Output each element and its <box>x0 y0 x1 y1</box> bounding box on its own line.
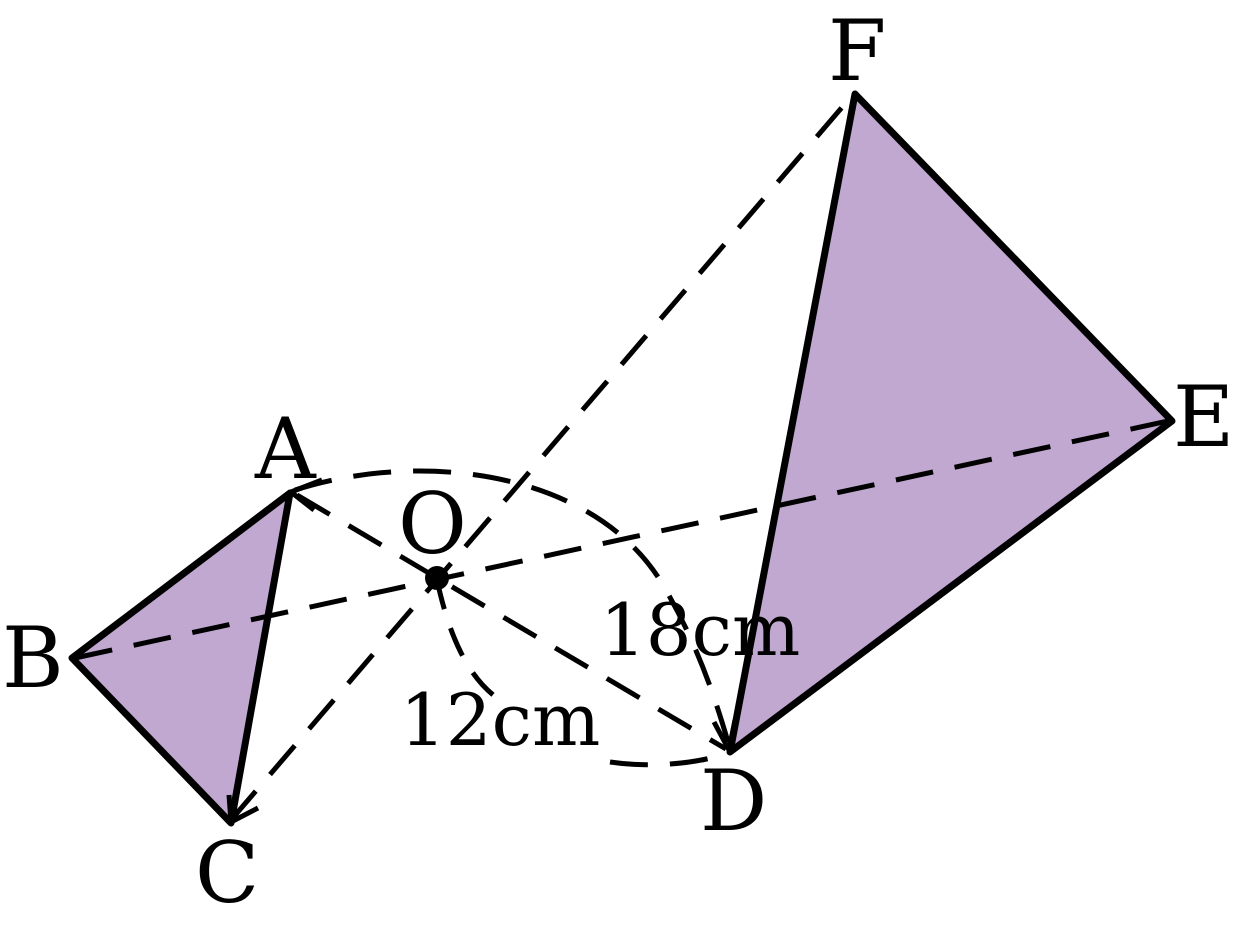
arrowhead-at-a <box>288 477 323 512</box>
arrowhead-at-c <box>226 794 260 825</box>
label-f: F <box>828 2 886 100</box>
measure-18cm: 18cm <box>600 588 800 672</box>
center-point-o <box>425 566 449 590</box>
label-a: A <box>254 400 317 498</box>
triangle-def <box>726 90 1176 756</box>
arrowhead-at-d <box>711 719 738 753</box>
arc-lower-to-d <box>609 749 731 768</box>
label-c: C <box>195 824 259 922</box>
label-d: D <box>700 752 767 850</box>
measure-12cm: 12cm <box>400 678 600 762</box>
triangle-abc <box>68 489 294 827</box>
arc-12cm <box>434 579 502 703</box>
line-a-d <box>295 492 728 752</box>
label-e: E <box>1173 368 1234 466</box>
line-c-f <box>229 96 852 822</box>
line-b-e <box>74 418 1169 661</box>
arc-a-to-d <box>294 468 731 743</box>
label-b: B <box>2 609 64 707</box>
label-o: O <box>398 475 467 573</box>
